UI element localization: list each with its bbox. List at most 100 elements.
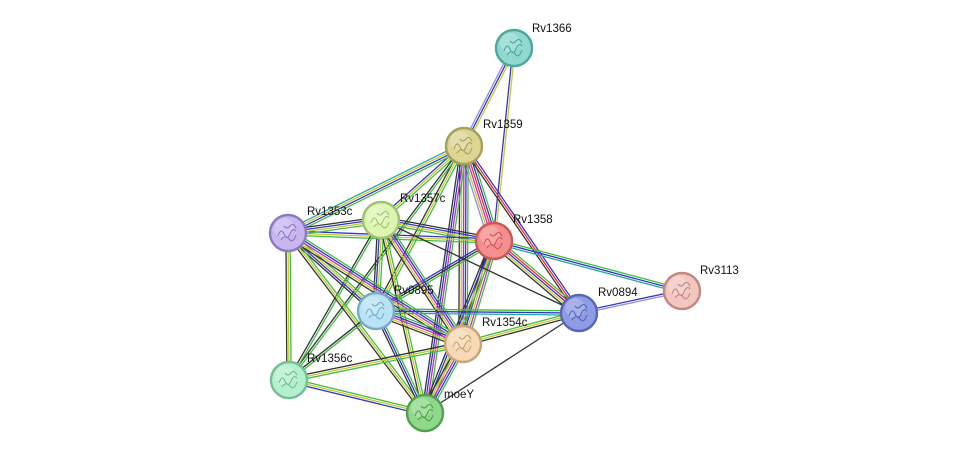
node-rv1359[interactable]: Rv1359: [444, 119, 523, 166]
edge-rv0895-rv0894[interactable]: [375, 308, 580, 316]
edge-channel-black: [376, 221, 461, 347]
protein-structure-icon: [452, 334, 472, 353]
node-rv1366[interactable]: Rv1366: [494, 23, 572, 68]
node-label-rv0894: Rv0894: [598, 287, 638, 299]
node-label-rv1358: Rv1358: [513, 214, 553, 226]
edge-rv1366-rv1358[interactable]: [492, 47, 516, 242]
edge-rv1354c-rv1356c[interactable]: [287, 341, 465, 383]
edge-channel-black: [380, 216, 496, 239]
edge-channel-red: [463, 145, 580, 314]
edge-rv1357c-rv1356c[interactable]: [287, 218, 383, 382]
node-circle: [559, 293, 599, 333]
edge-channel-green: [289, 228, 466, 342]
edge-channel-blue: [382, 218, 466, 344]
edge-rv1357c-rv1354c[interactable]: [376, 217, 468, 347]
protein-structure-icon: [414, 403, 434, 422]
edge-rv1357c-rv0894[interactable]: [380, 219, 580, 314]
node-rv3113[interactable]: Rv3113: [662, 265, 739, 311]
edge-channel-black: [461, 146, 578, 315]
edge-channel-green: [288, 345, 465, 383]
edge-rv1353c-rv1356c[interactable]: [285, 232, 292, 381]
protein-structure-icon: [483, 231, 503, 250]
edge-rv1356c-moey[interactable]: [287, 377, 427, 416]
node-circle: [494, 28, 534, 68]
edge-channel-yellow: [378, 220, 462, 346]
node-rv1358[interactable]: Rv1358: [474, 214, 553, 261]
node-rv1356c[interactable]: Rv1356c: [269, 353, 353, 400]
edge-channel-black: [378, 219, 424, 415]
protein-structure-icon: [365, 301, 385, 320]
edge-channel-black: [285, 234, 375, 315]
node-moey[interactable]: moeY: [405, 389, 474, 433]
node-circle: [268, 213, 308, 253]
node-rv0895[interactable]: Rv0895: [356, 285, 434, 331]
edge-channel-black: [285, 233, 424, 415]
edge-channel-yellow: [286, 234, 463, 347]
edge-channel-yellow: [288, 379, 426, 414]
edge-channel-yellow: [287, 232, 495, 242]
edge-channel-blue: [492, 47, 514, 242]
node-rv0894[interactable]: Rv0894: [559, 287, 638, 333]
node-circle: [405, 393, 445, 433]
edge-channel-green: [288, 148, 467, 237]
edge-channel-green: [461, 310, 580, 343]
edge-rv1353c-rv1354c[interactable]: [285, 228, 466, 349]
edge-channel-blue: [493, 240, 683, 292]
edge-channel-green: [289, 231, 428, 413]
edge-rv0894-moey[interactable]: [424, 312, 580, 414]
edge-channel-green: [289, 232, 292, 381]
edge-rv1353c-moey[interactable]: [285, 231, 428, 415]
node-label-rv1354c: Rv1354c: [482, 317, 528, 329]
node-rv1357c[interactable]: Rv1357c: [361, 193, 446, 240]
edge-rv1358-rv3113[interactable]: [492, 238, 684, 294]
edge-channel-blue: [465, 144, 582, 313]
edge-channel-magenta: [287, 232, 464, 345]
edge-channel-green: [383, 217, 468, 343]
node-rv1354c[interactable]: Rv1354c: [443, 317, 528, 364]
node-rv1353c[interactable]: Rv1353c: [268, 206, 353, 253]
edge-channel-yellow: [287, 232, 290, 381]
node-circle: [356, 291, 396, 331]
edge-channel-blue: [375, 310, 580, 314]
edge-rv1359-rv0894[interactable]: [461, 144, 582, 315]
edge-channel-teal: [375, 312, 580, 316]
protein-structure-icon: [568, 303, 588, 322]
edge-channel-yellow: [288, 343, 464, 381]
edge-channel-teal: [285, 142, 464, 231]
edge-channel-black: [287, 218, 381, 381]
edge-channel-blue: [287, 381, 426, 416]
edge-channel-yellow: [286, 144, 465, 233]
node-circle: [444, 126, 484, 166]
edge-channel-green: [493, 238, 684, 290]
edge-channel-magenta: [380, 219, 464, 345]
protein-structure-icon: [370, 210, 390, 229]
edge-channel-black: [287, 341, 464, 379]
edge-channel-green: [377, 146, 467, 313]
edge-channel-yellow: [462, 312, 580, 345]
node-circle: [474, 221, 514, 261]
edge-channel-yellow: [494, 47, 516, 242]
protein-structure-icon: [278, 370, 298, 389]
node-label-rv1353c: Rv1353c: [307, 206, 353, 218]
node-circle: [443, 324, 483, 364]
edge-channel-black: [421, 144, 462, 414]
node-circle: [269, 360, 309, 400]
edge-rv1359-moey[interactable]: [421, 144, 468, 415]
protein-structure-icon: [671, 281, 691, 300]
edge-channel-black: [462, 314, 581, 347]
node-label-rv3113: Rv3113: [700, 265, 739, 277]
edge-channel-green: [288, 377, 427, 412]
node-label-rv1356c: Rv1356c: [307, 353, 353, 365]
edge-channel-black: [380, 219, 580, 314]
edge-channel-black: [285, 232, 288, 381]
edge-channel-teal: [492, 242, 683, 294]
protein-structure-icon: [503, 38, 523, 57]
node-label-rv0895: Rv0895: [394, 285, 434, 297]
edge-rv1354c-rv0894[interactable]: [461, 310, 581, 347]
node-label-moey: moeY: [444, 389, 474, 401]
edge-rv1359-rv1353c[interactable]: [285, 142, 467, 237]
protein-structure-icon: [453, 136, 473, 155]
edge-channel-black: [424, 312, 580, 414]
